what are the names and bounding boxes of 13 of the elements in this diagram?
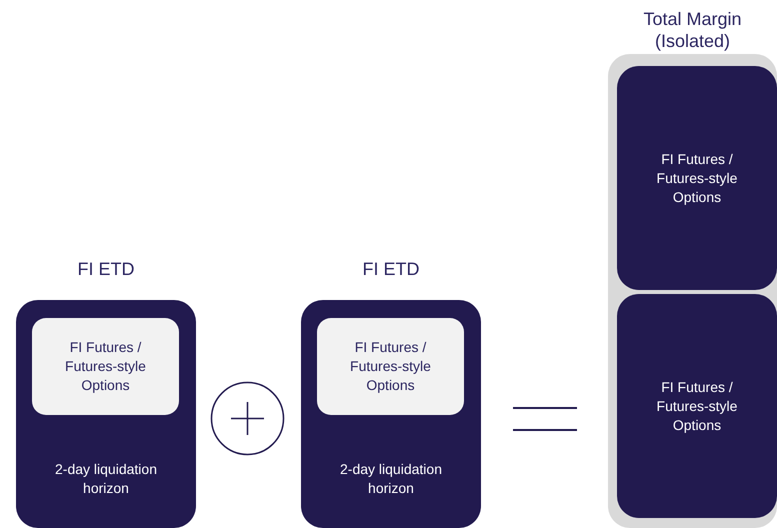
- item-text: FI Futures / Futures-style Options: [64, 338, 147, 395]
- item-card: [32, 318, 179, 415]
- item-text: FI Futures / Futures-style Options: [656, 150, 738, 206]
- item-card: [617, 294, 777, 518]
- item-card: [617, 66, 777, 290]
- item-text: FI Futures / Futures-style Options: [656, 378, 738, 434]
- card-note: 2-day liquidation horizon: [54, 460, 158, 498]
- card-heading: FI ETD: [362, 258, 420, 280]
- card-note: 2-day liquidation horizon: [339, 460, 443, 498]
- card-heading: FI ETD: [76, 258, 136, 280]
- item-text: FI Futures / Futures-style Options: [349, 338, 432, 395]
- card-heading: Total Margin (Isolated): [642, 8, 743, 52]
- item-card: [317, 318, 464, 415]
